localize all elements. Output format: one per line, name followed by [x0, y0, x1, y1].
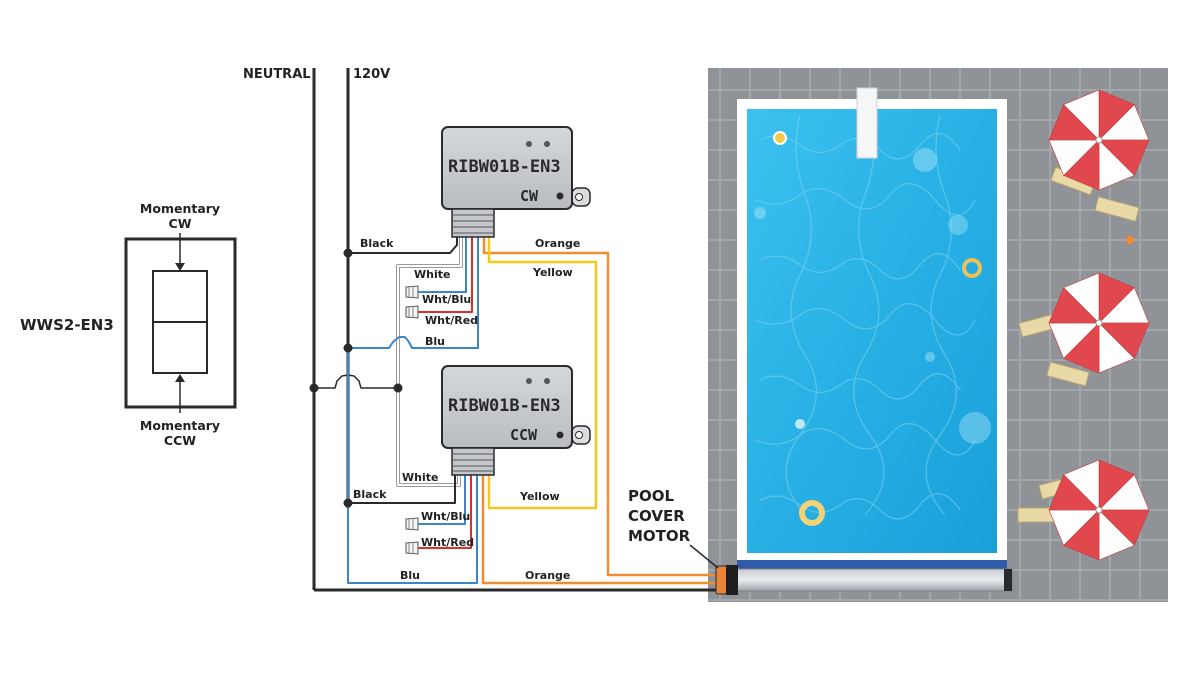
beach-ball: [773, 131, 787, 145]
pool-toy: [795, 419, 805, 429]
water-ripples: [754, 114, 976, 520]
umbrella-top: [1095, 506, 1103, 514]
light-glint: [754, 207, 766, 219]
motor-pointer: [689, 544, 719, 569]
wires: [314, 237, 724, 585]
motor-label-2: COVER: [628, 507, 685, 525]
relay-threaded-nipple: [451, 208, 495, 238]
pool-scene: [708, 68, 1168, 602]
umbrella-panel: [1063, 89, 1100, 141]
pool-cover-edge: [737, 560, 1007, 569]
bottom-whtblu-wire: [418, 475, 466, 525]
top-whtblu-wire: [418, 237, 467, 293]
motor-label-3: MOTOR: [628, 527, 691, 545]
light-glint: [925, 352, 935, 362]
lounge-chairs: [1017, 166, 1140, 523]
relay-body: [441, 126, 573, 210]
cover-roller: [721, 568, 1013, 592]
switch-bottom-label-1: Momentary: [140, 418, 220, 433]
wws2-switch: [124, 233, 237, 413]
relay-bottom-direction: CCW: [510, 426, 538, 444]
arrow-ccw-head: [175, 374, 185, 382]
swim-ring: [799, 500, 825, 526]
umbrella: [1048, 272, 1150, 374]
top-blu-wire: [348, 237, 479, 349]
motor-label-1: POOL: [628, 487, 674, 505]
junctions: [309, 248, 403, 508]
top-whtred-wire: [418, 237, 473, 313]
label-top-black: Black: [360, 237, 394, 250]
label-top-yellow: Yellow: [532, 266, 573, 279]
umbrella: [1048, 89, 1150, 191]
label-bottom-whtblu: Wht/Blu: [421, 510, 470, 523]
neutral-jumper: [314, 374, 398, 389]
label-top-white: White: [414, 268, 450, 281]
relay-top-model: RIBW01B-EN3: [448, 157, 561, 177]
wire-nuts: [405, 285, 419, 555]
label-top-whtred: Wht/Red: [425, 314, 478, 327]
label-bottom-black: Black: [353, 488, 387, 501]
pool-cover-motor: [689, 544, 738, 595]
bottom-blu-wire: [347, 348, 478, 584]
label-top-whtblu: Wht/Blu: [422, 293, 471, 306]
relay-body: [441, 365, 573, 449]
motor-body: [726, 565, 738, 595]
bottom-black-wire: [348, 475, 456, 504]
label-bottom-orange: Orange: [525, 569, 570, 582]
label-top-blu: Blu: [425, 335, 445, 348]
relay-top-direction: CW: [520, 187, 539, 205]
switch-bottom-label-2: CCW: [164, 433, 196, 448]
relay-top: [441, 126, 591, 238]
relay-bottom-model: RIBW01B-EN3: [448, 396, 561, 416]
label-top-orange: Orange: [535, 237, 580, 250]
light-glint: [948, 215, 968, 235]
roller-end-cap: [1004, 569, 1012, 591]
label-bottom-blu: Blu: [400, 569, 420, 582]
switch-top-label-2: CW: [169, 216, 192, 231]
light-glint: [959, 412, 991, 444]
relay-bottom: [441, 365, 591, 476]
top-black-wire: [348, 237, 458, 254]
bottom-whtred-wire: [418, 475, 472, 549]
label-bottom-whtred: Wht/Red: [421, 536, 474, 549]
diving-board: [856, 87, 878, 159]
umbrella-panel: [1063, 459, 1100, 511]
umbrella-top: [1095, 136, 1103, 144]
label-bottom-yellow: Yellow: [519, 490, 560, 503]
top-yellow-wire: [487, 237, 598, 510]
switch-paddle-ccw[interactable]: [152, 321, 208, 374]
hot-label: 120V: [353, 67, 390, 82]
switch-model-label: WWS2-EN3: [20, 316, 114, 334]
light-glint: [913, 148, 937, 172]
umbrella-panel: [1063, 272, 1100, 324]
ball-on-deck: [1126, 236, 1134, 244]
swim-ring: [962, 258, 982, 278]
neutral-label: NEUTRAL: [243, 67, 311, 82]
switch-paddle-cw[interactable]: [152, 270, 208, 323]
umbrella: [1048, 459, 1150, 561]
top-orange-wire: [482, 237, 724, 577]
bottom-orange-wire: [481, 475, 724, 585]
umbrella-top: [1095, 319, 1103, 327]
arrow-cw-head: [175, 263, 185, 271]
umbrellas: [1048, 89, 1150, 561]
pool-water: [747, 109, 997, 553]
label-bottom-white: White: [402, 471, 438, 484]
switch-top-label-1: Momentary: [140, 201, 220, 216]
